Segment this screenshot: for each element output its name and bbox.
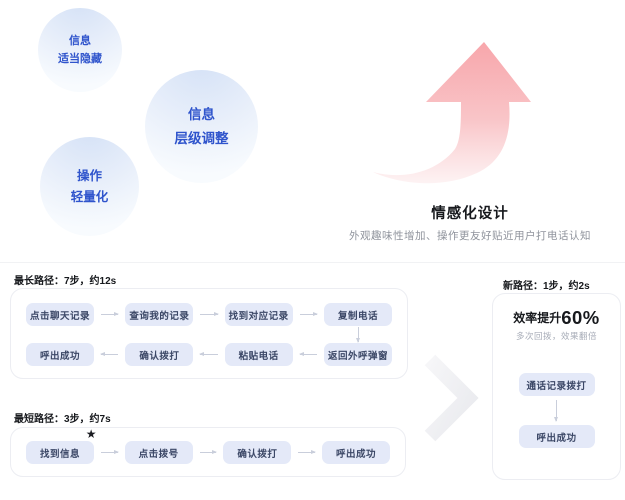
arrow-left-icon (298, 351, 317, 356)
bubble-info-hierarchy: 信息 层级调整 (145, 70, 258, 183)
metric-prefix: 效率提升 (513, 311, 562, 325)
new-path-card: 效率提升60% 多次回拨，效果翻倍 通话记录拨打 呼出成功 (492, 293, 621, 480)
longest-row-2: 呼出成功 确认拨打 粘贴电话 返回外呼弹窗 (26, 343, 392, 366)
flow-node-label: 返回外呼弹窗 (327, 350, 388, 362)
curved-up-arrow-icon (373, 42, 531, 184)
new-path-label: 新路径：1步，约2s (503, 281, 590, 292)
flow-node[interactable]: 找到对应记录 (224, 303, 293, 326)
flow-node-label: 确认拨打 (139, 350, 180, 362)
bubble-line: 适当隐藏 (58, 53, 102, 65)
flow-node[interactable]: 确认拨打 (125, 343, 194, 366)
flow-node[interactable]: 通话记录拨打 (518, 373, 595, 396)
row-gap (26, 326, 392, 343)
flow-node-label: 点击聊天记录 (29, 310, 90, 322)
flow-node-label: 呼出成功 (336, 448, 377, 460)
shortest-row: 找到信息 ★ 点击拨号 确认拨打 呼出成功 (26, 428, 391, 464)
shortest-path-label: 最短路径：3步，约7s (14, 414, 111, 425)
arrow-right-icon (200, 311, 220, 316)
emotion-subtitle: 外观趣味性增加、操作更友好贴近用户打电话认知 (349, 230, 591, 242)
metric-subtext: 多次回拨，效果翻倍 (515, 331, 597, 341)
bubble-line: 层级调整 (174, 130, 229, 146)
flow-node[interactable]: 点击聊天记录 (26, 303, 94, 326)
flow-node-label: 找到信息 (39, 448, 80, 460)
bubble-line: 轻量化 (70, 189, 109, 204)
flow-node[interactable]: 呼出成功 (26, 343, 94, 366)
bubble-info-hide: 信息 适当隐藏 (38, 8, 122, 92)
flow-node-label: 通话记录拨打 (526, 380, 587, 392)
section-divider (0, 262, 625, 263)
metric-value: 60% (561, 307, 600, 328)
arrow-right-icon (298, 449, 316, 454)
arrow-down-icon (355, 327, 360, 343)
arrow-down-icon (553, 400, 558, 422)
star-icon: ★ (85, 427, 97, 441)
bubble-line: 操作 (76, 168, 102, 183)
emotion-title: 情感化设计 (431, 206, 509, 222)
arrow-left-icon (99, 351, 119, 356)
arrow-right-icon (299, 311, 319, 316)
flow-node[interactable]: 点击拨号 (124, 441, 193, 464)
arrow-right-icon (101, 311, 120, 316)
bubble-line: 信息 (69, 35, 91, 47)
flow-node[interactable]: 呼出成功 (322, 441, 391, 464)
flow-node[interactable]: 确认拨打 (223, 441, 292, 464)
arrow-right-icon (101, 449, 119, 454)
longest-path-card: 点击聊天记录 查询我的记录 找到对应记录 复制电话 呼出成功 确认拨打 粘贴电话… (10, 288, 408, 379)
arrow-right-icon (199, 449, 218, 454)
flow-node[interactable]: 返回外呼弹窗 (323, 343, 392, 366)
efficiency-metric: 效率提升60% (493, 307, 620, 329)
flow-node-label: 确认拨打 (237, 448, 278, 460)
right-chevron-icon (424, 354, 479, 442)
flow-node-label: 查询我的记录 (129, 310, 190, 322)
bubble-operation-light: 操作 轻量化 (40, 137, 139, 236)
flow-node-label: 点击拨号 (138, 448, 179, 460)
longest-row-1: 点击聊天记录 查询我的记录 找到对应记录 复制电话 (26, 303, 392, 326)
flow-node[interactable]: 查询我的记录 (125, 303, 194, 326)
flow-node-starred[interactable]: 找到信息 ★ (26, 428, 96, 464)
flow-node-label: 复制电话 (337, 310, 378, 322)
flow-node-label: 粘贴电话 (238, 350, 279, 362)
flow-node-label: 呼出成功 (39, 350, 80, 362)
shortest-path-card: 找到信息 ★ 点击拨号 确认拨打 呼出成功 (10, 427, 406, 477)
flow-node-label: 找到对应记录 (228, 310, 289, 322)
bubble-line: 信息 (188, 106, 215, 122)
flow-node[interactable]: 粘贴电话 (224, 343, 293, 366)
flow-node-label: 呼出成功 (536, 432, 577, 444)
longest-path-label: 最长路径：7步，约12s (14, 276, 117, 287)
flow-node[interactable]: 复制电话 (323, 303, 392, 326)
flow-node[interactable]: 呼出成功 (518, 425, 595, 448)
arrow-left-icon (199, 351, 218, 356)
